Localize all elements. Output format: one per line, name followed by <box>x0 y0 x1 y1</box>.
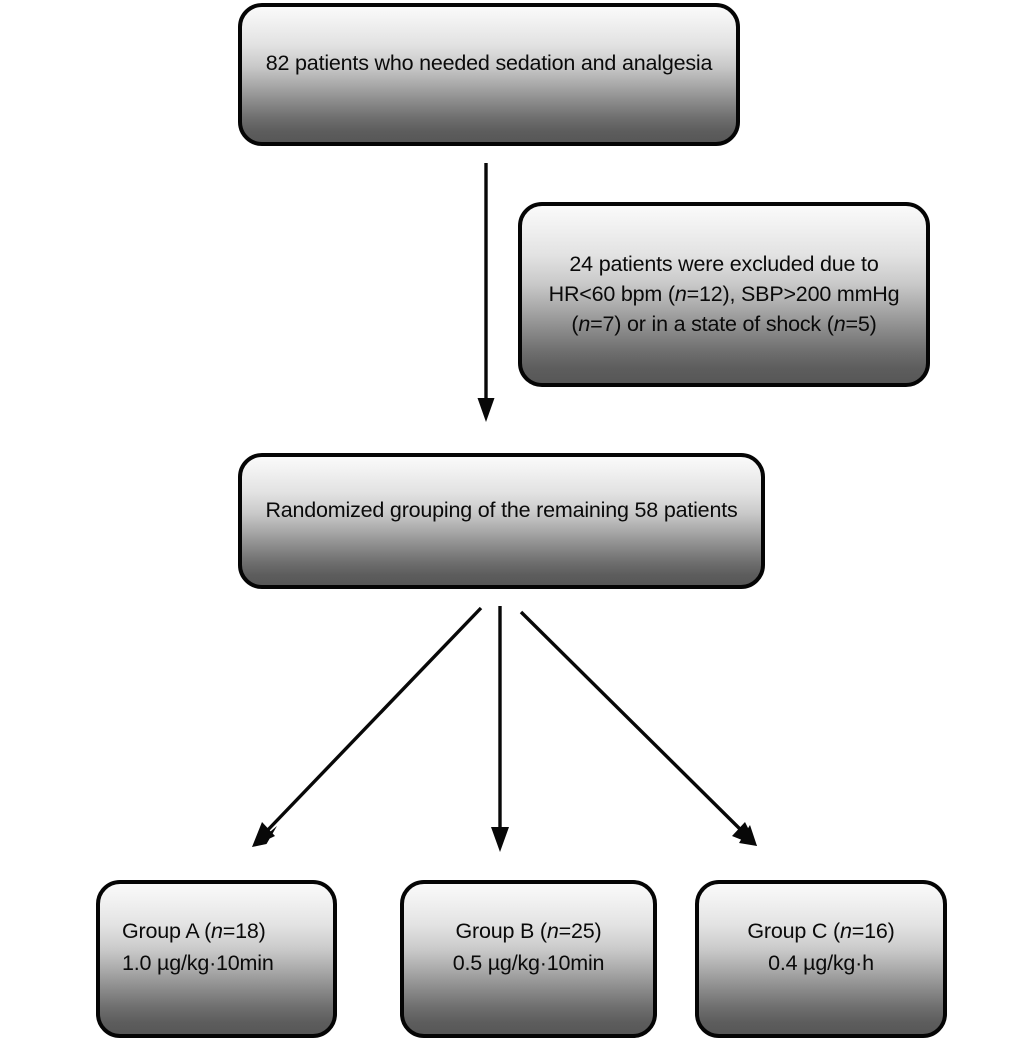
group-b-dose: 0.5 µg/kg·10min <box>452 951 605 975</box>
excluded-line-3-n-symbol-2: n <box>833 312 846 336</box>
group-c-line-1: Group C (n=16) <box>699 915 943 947</box>
node-randomized-grouping-text: Randomized grouping of the remaining 58 … <box>242 498 761 523</box>
excluded-line-3-n-symbol-1: n <box>578 312 591 336</box>
edge-random-to-group-b <box>491 606 509 852</box>
group-c-dose: 0.4 µg/kg·h <box>768 951 874 975</box>
excluded-line-1: 24 patients were excluded due to <box>569 252 879 276</box>
group-a-line-1: Group A (n=18) <box>122 915 323 947</box>
excluded-line-2-n-symbol: n <box>674 282 687 306</box>
node-group-c-text: Group C (n=16) 0.4 µg/kg·h <box>699 915 943 979</box>
edge-random-to-group-c <box>519 610 757 846</box>
node-randomized-grouping: Randomized grouping of the remaining 58 … <box>238 453 765 589</box>
group-a-n-symbol: n <box>211 919 223 943</box>
excluded-line-2-part-b: =12), SBP>200 mmHg <box>686 282 900 306</box>
excluded-line-2-part-a: HR<60 bpm ( <box>548 282 675 306</box>
excluded-line-3-part-a: ( <box>571 312 579 336</box>
node-group-b-text: Group B (n=25) 0.5 µg/kg·10min <box>404 915 653 979</box>
group-b-name: Group B ( <box>455 919 547 943</box>
group-a-count: =18) <box>222 919 266 943</box>
node-group-c: Group C (n=16) 0.4 µg/kg·h <box>695 880 947 1038</box>
node-group-b: Group B (n=25) 0.5 µg/kg·10min <box>400 880 657 1038</box>
group-a-dose: 1.0 µg/kg·10min <box>122 951 274 975</box>
excluded-line-3: (n=7) or in a state of shock (n=5) <box>522 309 926 339</box>
node-total-patients-text: 82 patients who needed sedation and anal… <box>242 51 736 76</box>
excluded-line-3-part-b: =7) or in a state of shock ( <box>590 312 834 336</box>
group-c-name: Group C ( <box>747 919 840 943</box>
edge-total-to-random <box>477 163 495 422</box>
node-excluded-patients-text: 24 patients were excluded due to HR<60 b… <box>522 249 926 339</box>
node-excluded-patients: 24 patients were excluded due to HR<60 b… <box>518 202 930 387</box>
group-c-n-symbol: n <box>839 919 852 943</box>
group-b-line-1: Group B (n=25) <box>404 915 653 947</box>
group-b-n-symbol: n <box>546 919 559 943</box>
excluded-line-3-part-c: =5) <box>845 312 877 336</box>
group-a-name: Group A ( <box>122 919 212 943</box>
node-group-a-text: Group A (n=18) 1.0 µg/kg·10min <box>122 915 323 979</box>
group-b-count: =25) <box>558 919 602 943</box>
group-c-count: =16) <box>851 919 895 943</box>
node-total-patients: 82 patients who needed sedation and anal… <box>238 3 740 146</box>
node-group-a: Group A (n=18) 1.0 µg/kg·10min <box>96 880 337 1038</box>
edge-random-to-group-a <box>252 606 483 847</box>
excluded-line-2: HR<60 bpm (n=12), SBP>200 mmHg <box>522 279 926 309</box>
node-randomized-grouping-label: Randomized grouping of the remaining 58 … <box>265 498 738 522</box>
node-total-patients-label: 82 patients who needed sedation and anal… <box>265 51 713 75</box>
